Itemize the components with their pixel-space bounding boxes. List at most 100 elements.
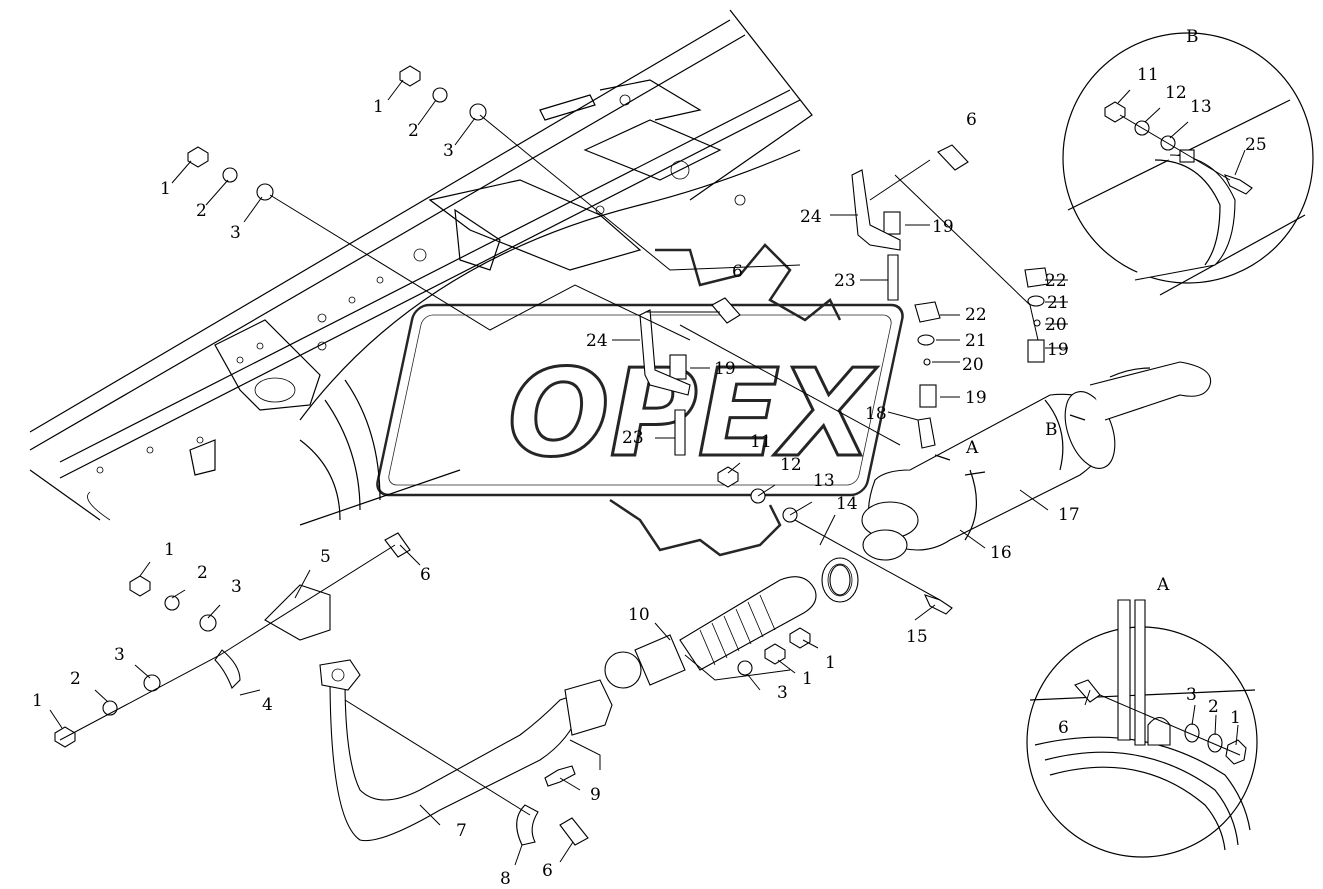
callout-1: 1 xyxy=(164,540,175,560)
callout-6: 6 xyxy=(542,861,553,881)
callout-20: 20 xyxy=(962,355,984,375)
callout-6: 6 xyxy=(732,262,743,282)
washer-21b xyxy=(1027,295,1045,307)
spacer-19d xyxy=(1027,339,1045,363)
washer-21a xyxy=(917,334,935,346)
watermark-text: OPEX xyxy=(508,345,878,484)
callout-19: 19 xyxy=(1047,340,1069,360)
nut-11b xyxy=(1104,101,1126,123)
bolt-23a xyxy=(887,254,899,301)
callout-4: 4 xyxy=(262,695,273,715)
callout-24: 24 xyxy=(586,331,608,351)
spacer-19a xyxy=(883,211,901,235)
callout-8: 8 xyxy=(500,869,511,889)
callout-3: 3 xyxy=(231,577,242,597)
washer-3e xyxy=(737,660,753,676)
callout-19: 19 xyxy=(932,217,954,237)
callout-12: 12 xyxy=(1165,83,1187,103)
bolt-15 xyxy=(923,594,953,615)
callout-17: 17 xyxy=(1058,505,1080,525)
seal-ring-14 xyxy=(829,564,851,596)
callout-6: 6 xyxy=(1058,718,1069,738)
opex-watermark: OPEX xyxy=(376,243,904,557)
callout-5: 5 xyxy=(320,547,331,567)
callout-a-marker: A xyxy=(965,438,979,458)
washer-2a xyxy=(432,87,448,103)
callout-13: 13 xyxy=(813,471,835,491)
nut-11a xyxy=(717,466,739,488)
spacer-19b xyxy=(669,354,687,380)
callout-19: 19 xyxy=(965,388,987,408)
callout-6: 6 xyxy=(420,565,431,585)
nut-1f xyxy=(764,643,786,665)
castle-nut-22a xyxy=(914,301,941,323)
callout-3: 3 xyxy=(1186,685,1197,705)
callout-1: 1 xyxy=(32,691,43,711)
hardware xyxy=(54,65,1049,846)
callout-9: 9 xyxy=(590,785,601,805)
callout-2: 2 xyxy=(70,669,81,689)
callout-1: 1 xyxy=(825,653,836,673)
pin-20a xyxy=(923,358,931,366)
callout-13: 13 xyxy=(1190,97,1212,117)
muffler-assembly xyxy=(861,361,1212,561)
bracket-18 xyxy=(917,417,936,449)
callout-2: 2 xyxy=(197,563,208,583)
callout-1: 1 xyxy=(373,97,384,117)
washer-2c xyxy=(164,595,180,611)
callout-3: 3 xyxy=(777,683,788,703)
callout-25: 25 xyxy=(1245,135,1267,155)
nut-1a xyxy=(399,65,421,87)
detail-a-label: A xyxy=(1156,575,1170,595)
callouts: 1 2 3 1 2 3 6 24 19 23 22 21 20 19 18 A … xyxy=(32,27,1267,889)
bolt-6b xyxy=(711,297,741,324)
bolt-9 xyxy=(544,765,576,787)
bracket-5 xyxy=(264,584,331,641)
callout-2: 2 xyxy=(408,121,419,141)
nut-1b xyxy=(187,146,209,168)
washer-3c xyxy=(199,614,217,632)
washer-2f xyxy=(1207,733,1223,753)
callout-1: 1 xyxy=(1230,708,1241,728)
callout-16: 16 xyxy=(990,543,1012,563)
callout-24: 24 xyxy=(800,207,822,227)
detail-b-label: B xyxy=(1186,27,1199,47)
castle-nut-22b xyxy=(1024,267,1049,288)
bolt-25 xyxy=(1223,174,1253,195)
callout-1: 1 xyxy=(160,179,171,199)
callout-6: 6 xyxy=(966,110,977,130)
callout-3: 3 xyxy=(230,223,241,243)
callout-19: 19 xyxy=(714,359,736,379)
flex-bellows xyxy=(699,594,776,666)
bolt-6d xyxy=(559,817,589,846)
callout-12: 12 xyxy=(780,455,802,475)
callout-11: 11 xyxy=(1137,65,1159,85)
callout-15: 15 xyxy=(906,627,928,647)
detail-b-view xyxy=(1062,32,1314,296)
nut-1g xyxy=(1225,739,1247,765)
nut-1e xyxy=(789,627,811,649)
callout-21: 21 xyxy=(965,331,987,351)
nut-1c xyxy=(129,575,151,597)
callout-22: 22 xyxy=(1045,271,1067,291)
bracket-24a xyxy=(851,169,901,251)
bolt-6c xyxy=(384,532,411,558)
washer-3b xyxy=(256,183,274,201)
front-pipe xyxy=(319,557,859,842)
callout-14: 14 xyxy=(836,494,858,514)
detail-a-view xyxy=(1026,599,1258,858)
clamp-8 xyxy=(516,804,539,846)
leader-lines xyxy=(49,79,1068,866)
bolt-6a xyxy=(937,144,969,171)
callout-23: 23 xyxy=(622,428,644,448)
callout-22: 22 xyxy=(965,305,987,325)
bolt-23b xyxy=(674,409,686,456)
callout-3: 3 xyxy=(114,645,125,665)
washer-3f xyxy=(1184,723,1200,743)
callout-11: 11 xyxy=(750,432,772,452)
spacer-19c xyxy=(919,384,937,408)
callout-b-marker: B xyxy=(1045,420,1058,440)
callout-7: 7 xyxy=(456,821,467,841)
frame-rail xyxy=(29,9,813,526)
